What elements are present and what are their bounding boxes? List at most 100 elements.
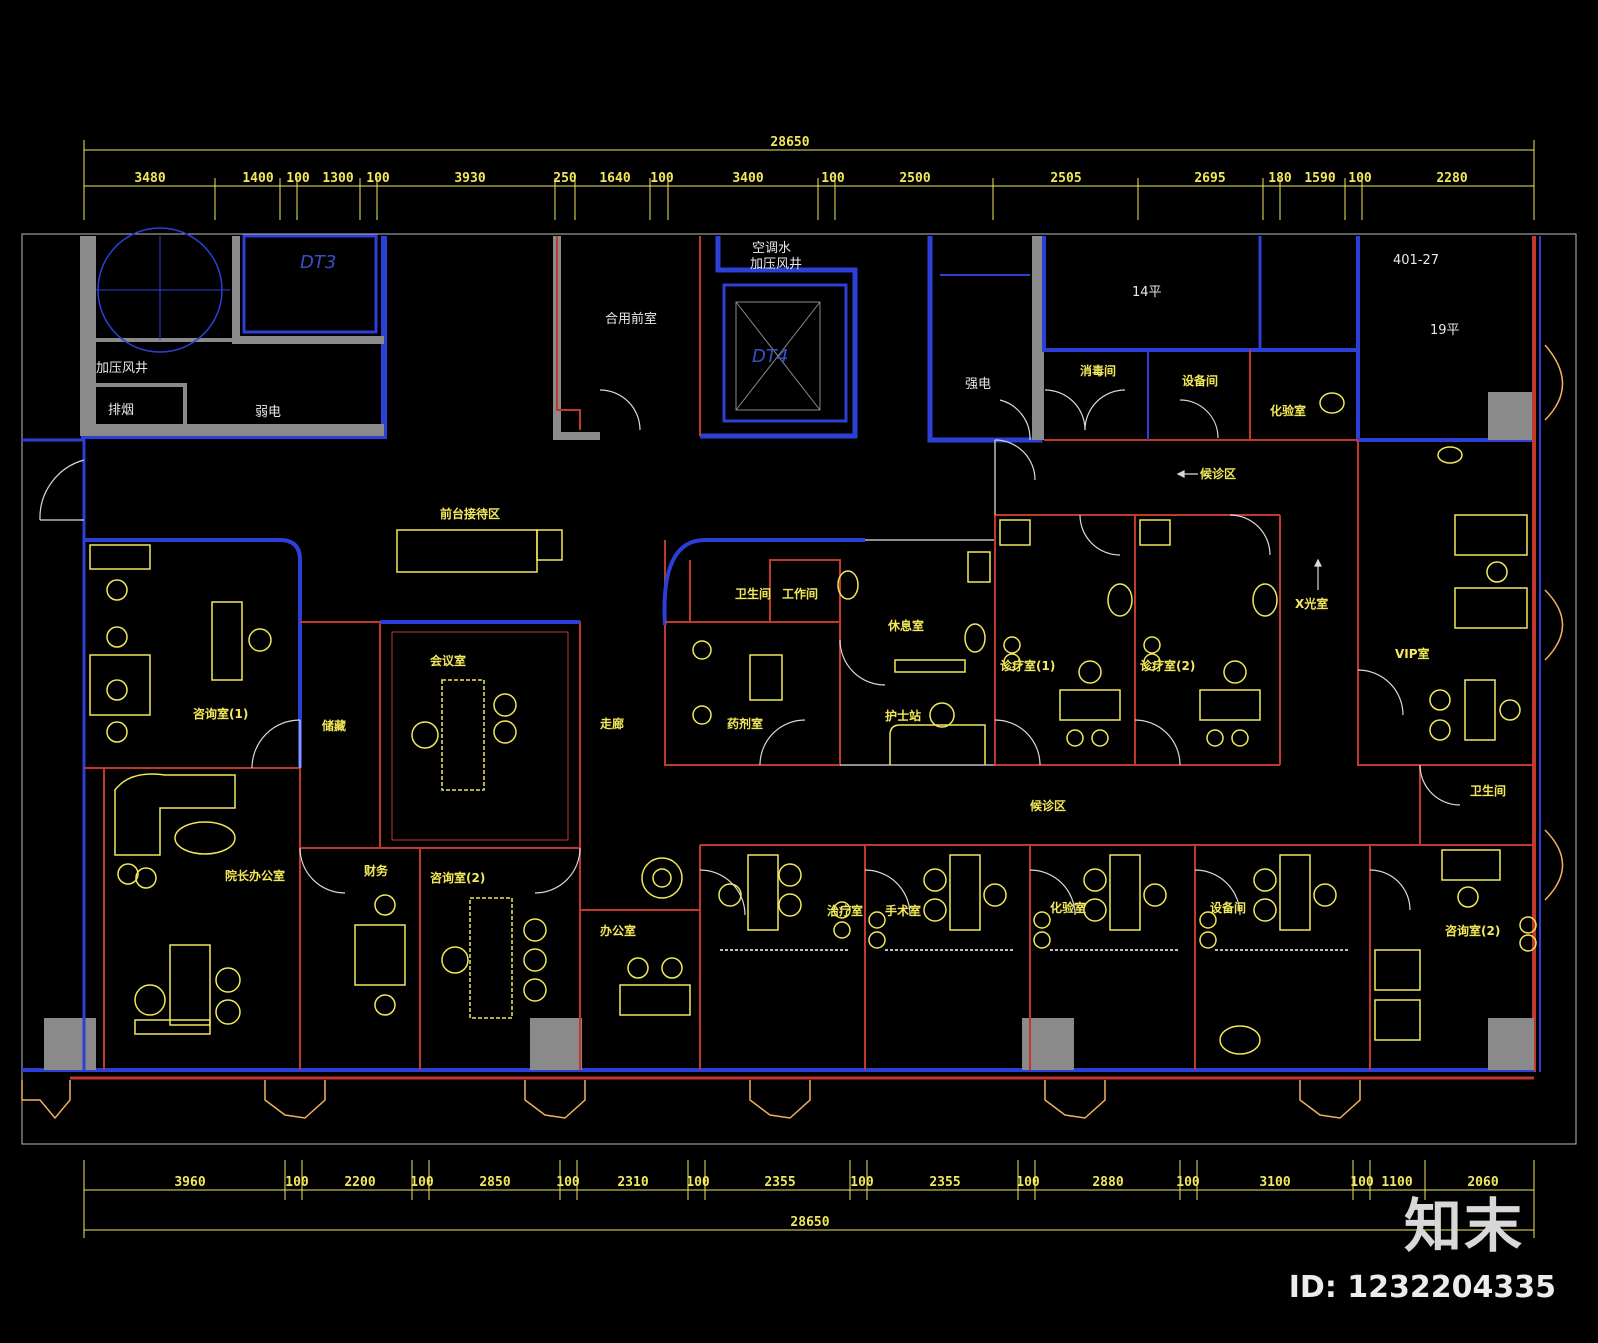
central-core-shaft [700,236,858,439]
label-weak-current: 弱电 [255,405,281,420]
dim-t14: 180 [1268,171,1292,186]
label-area-14: 14平 [1132,285,1162,300]
label-ac-shaft-a: 空调水 [752,241,791,256]
label-work-room-a: 卫生间 [735,586,771,601]
walls [22,227,1541,1080]
dim-t12: 2505 [1050,171,1081,186]
dim-t11: 2500 [899,171,930,186]
dim-b5: 100 [556,1175,580,1190]
label-corridor: 走廊 [600,716,624,731]
dim-t10: 100 [821,171,845,186]
core-left-column [80,236,96,436]
top-right-rooms-wall [1042,236,1358,352]
label-consult-3: 咨询室(2) [1445,923,1500,938]
label-consult-1: 咨询室(1) [193,706,248,721]
column-bm [530,1018,582,1070]
dim-b1: 100 [285,1175,309,1190]
clinic-rooms-wall [994,514,1281,766]
label-toilet: 卫生间 [1470,783,1506,798]
dim-t2: 100 [286,171,310,186]
dim-b4: 2850 [479,1175,510,1190]
bottom-total-dim: 28650 [790,1215,829,1230]
dim-b7: 100 [686,1175,710,1190]
column-br [1488,1018,1534,1070]
dim-b15: 100 [1350,1175,1374,1190]
dt3-label: DT3 [300,252,336,273]
director-office-wall [84,538,302,768]
label-storage: 储藏 [322,718,346,733]
dim-t1: 1400 [242,171,273,186]
dim-b13: 100 [1176,1175,1200,1190]
dt4-shaft [722,283,848,423]
label-equipment-b: 设备间 [1210,900,1246,915]
column-bl [44,1018,96,1070]
room-labels-small: 前台接待区 咨询室(1) 院长办公室 储藏 会议室 财务 咨询室(2) 走廊 办… [193,363,1506,938]
watermark-id: ID: 1232204335 [1288,1270,1556,1305]
label-medicine: 药剂室 [727,716,763,731]
dim-b8: 2355 [764,1175,795,1190]
label-consult-2: 咨询室(2) [430,870,485,885]
top-dim-texts: 3480 1400 100 1300 100 3930 250 1640 100… [134,171,1467,186]
dim-t5: 3930 [454,171,485,186]
dim-b9: 100 [850,1175,874,1190]
dim-b3: 100 [410,1175,434,1190]
dim-b14: 3100 [1259,1175,1290,1190]
label-waiting-a: 候诊区 [1200,466,1236,481]
label-clinic-2: 诊疗室(2) [1140,658,1195,673]
label-ac-shaft-b: 加压风井 [750,257,802,272]
label-clinic-1: 诊疗室(1) [1000,658,1055,673]
label-pressurized-shaft: 加压风井 [96,361,148,376]
label-meeting: 会议室 [430,653,466,668]
dim-b2: 2200 [344,1175,375,1190]
dim-b12: 2880 [1092,1175,1123,1190]
furniture [89,392,1537,1055]
label-director: 院长办公室 [225,868,285,883]
dim-t6: 250 [553,171,577,186]
dim-b11: 100 [1016,1175,1040,1190]
dim-t16: 100 [1348,171,1372,186]
label-lounge: 休息室 [887,618,924,633]
label-treat-b: 手术室 [885,903,921,918]
dim-b10: 2355 [929,1175,960,1190]
dim-t9: 3400 [732,171,763,186]
label-vip: VIP室 [1395,646,1430,661]
watermark-brand: 知末 [1403,1192,1524,1260]
label-waiting: 候诊区 [1030,798,1066,813]
label-xray: X光室 [1295,596,1328,611]
label-lab: 化验室 [1270,403,1306,418]
label-work-room: 工作间 [782,586,818,601]
label-lab-b: 化验室 [1050,900,1086,915]
label-equipment: 设备间 [1182,373,1218,388]
drawing-frame [21,233,1577,1145]
label-nurse-station: 护士站 [885,708,921,723]
dim-t7: 1640 [599,171,630,186]
doors [39,389,1461,916]
label-area-19: 19平 [1430,323,1460,338]
dt4-label: DT4 [752,346,788,367]
label-shared-anteroom: 合用前室 [605,311,657,327]
dim-t3: 1300 [322,171,353,186]
dim-b6: 2310 [617,1175,648,1190]
window-bays [21,344,1564,1120]
label-finance: 财务 [363,863,389,878]
right-column-top [1488,392,1534,440]
label-treat-a: 治疗室 [827,903,863,918]
dim-t8: 100 [650,171,674,186]
bottom-dimension-chain [83,1160,1535,1238]
label-smoke-exhaust: 排烟 [108,403,134,418]
dim-t13: 2695 [1194,171,1225,186]
dim-t17: 2280 [1436,171,1467,186]
bottom-dim-texts: 3960 100 2200 100 2850 100 2310 100 2355… [174,1175,1498,1190]
label-reception: 前台接待区 [440,506,500,521]
dim-t15: 1590 [1304,171,1335,186]
dim-b17: 2060 [1467,1175,1498,1190]
label-office: 办公室 [600,923,636,938]
direction-arrows [1176,470,1322,590]
top-total-dim: 28650 [770,135,809,150]
label-strong-current: 强电 [965,377,991,392]
top-dimension-chain [83,140,1535,220]
dim-t4: 100 [366,171,390,186]
dt3-shaft [242,234,378,334]
